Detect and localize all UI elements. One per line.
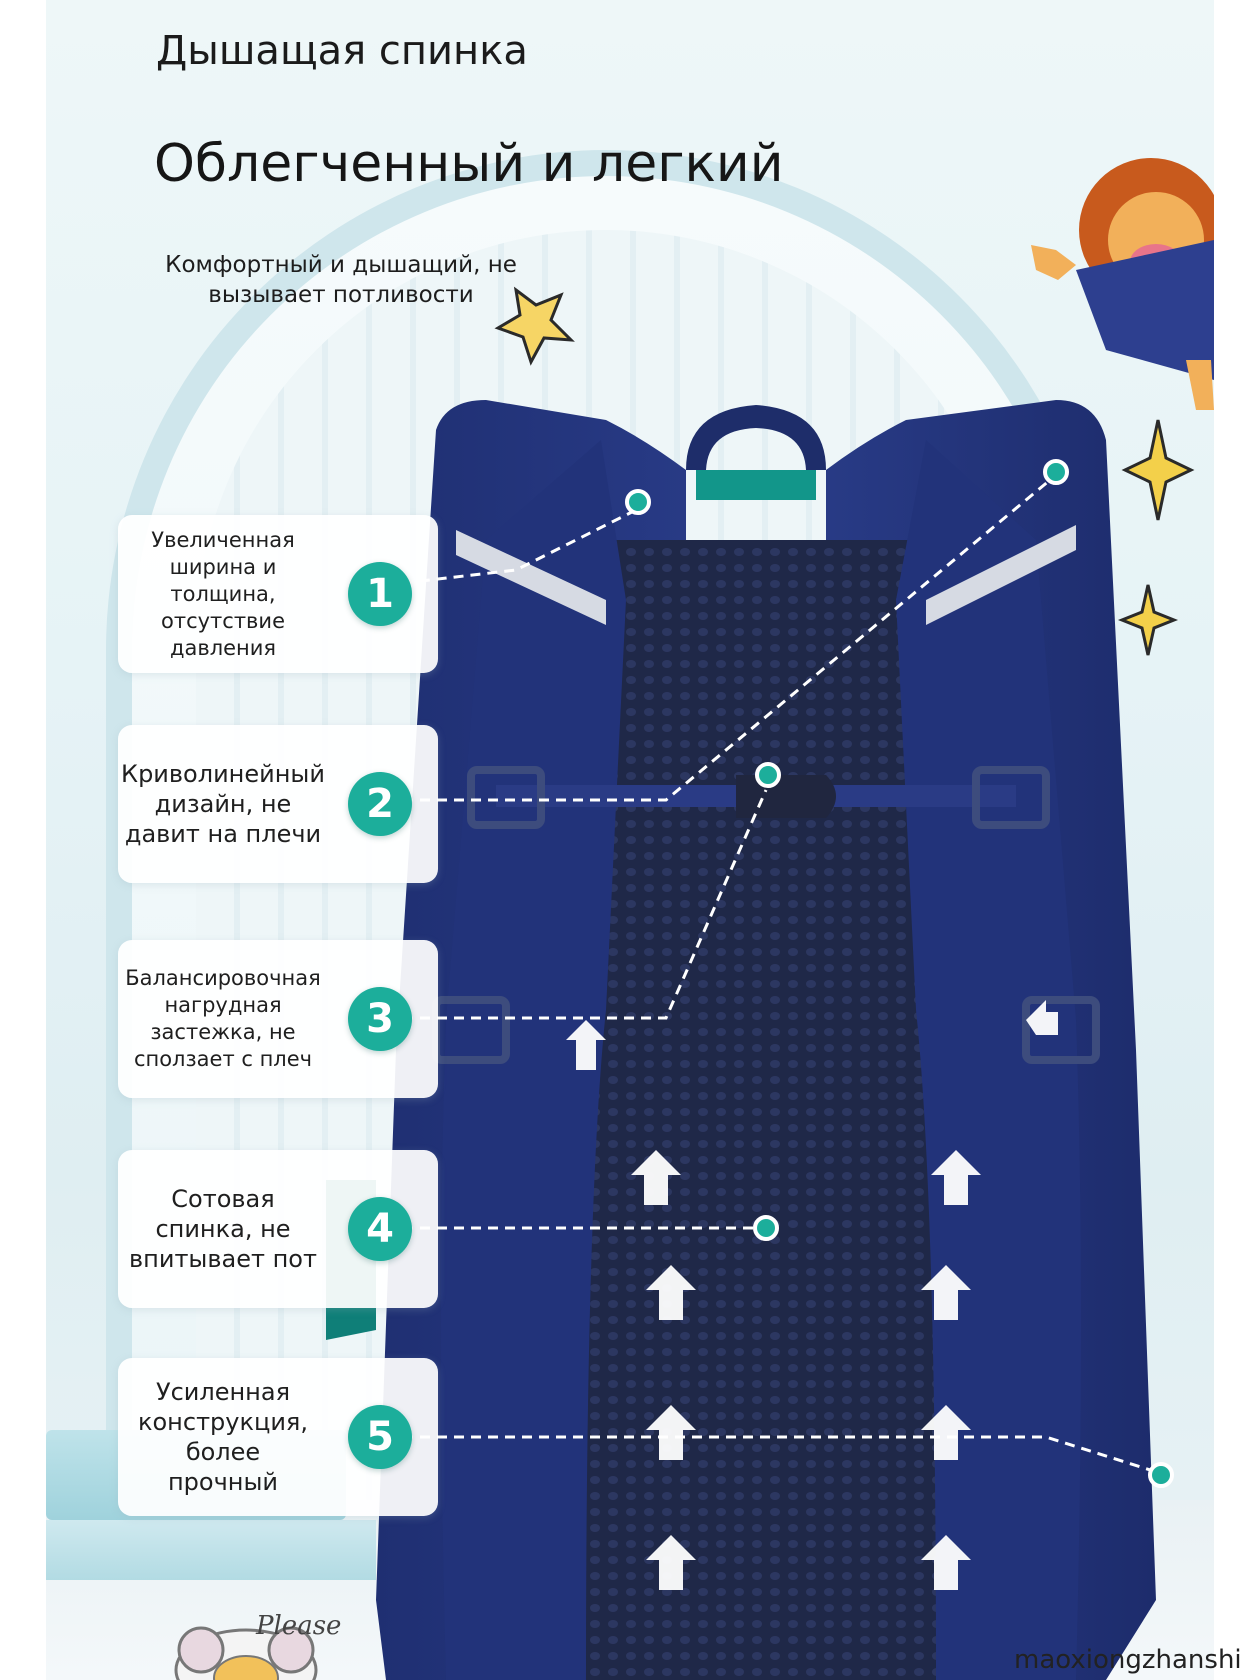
feature-card-2: Криволинейный дизайн, не давит на плечи … [118, 725, 438, 883]
chest-buckle [736, 775, 836, 818]
feature-line: давит на плечи [124, 820, 322, 848]
feature-line: дизайн, не [154, 790, 292, 818]
arrow-up-icon [646, 1265, 696, 1320]
feature-text: Увеличенная ширина и толщина, отсутствие… [128, 515, 318, 673]
airflow-arrows [566, 1000, 1058, 1590]
callout-dot-1 [625, 489, 651, 515]
feature-text: Сотовая спинка, не впитывает пот [128, 1150, 318, 1308]
callout-dot-3 [755, 762, 781, 788]
mouse-mascot-icon [174, 1626, 318, 1680]
arrow-up-icon [921, 1535, 971, 1590]
arrow-up-icon [566, 1020, 606, 1070]
feature-number-badge: 5 [348, 1405, 412, 1469]
feature-line: впитывает пот [129, 1245, 317, 1273]
feature-card-1: Увеличенная ширина и толщина, отсутствие… [118, 515, 438, 673]
feature-line: спинка, не [155, 1215, 291, 1243]
page-subtitle: Облегченный и легкий [154, 134, 784, 194]
sparkle-icon [1117, 584, 1179, 656]
feature-text: Балансировочная нагрудная застежка, не с… [125, 940, 321, 1098]
callout-line-2 [386, 473, 1057, 802]
lion-mascot-icon [1031, 158, 1214, 410]
arrow-up-icon [646, 1535, 696, 1590]
shoulder-strap-right [896, 440, 1081, 1680]
feature-line: Усиленная [155, 1378, 291, 1406]
feature-line: давления [169, 635, 277, 660]
handle-padding [696, 470, 816, 500]
feature-line: конструкция, [138, 1408, 308, 1436]
feature-line: Сотовая [171, 1185, 275, 1213]
chest-strap-slider-left [467, 766, 545, 829]
callout-dot-5 [1148, 1462, 1174, 1488]
feature-line: сползает с плеч [133, 1047, 313, 1071]
reflective-stripe-right [926, 525, 1076, 625]
feature-number-badge: 4 [348, 1197, 412, 1261]
feature-line: отсутствие [160, 608, 285, 633]
feature-line: Балансировочная [125, 966, 321, 990]
feature-line: нагрудная [164, 993, 282, 1017]
arrow-up-icon [921, 1265, 971, 1320]
feature-line: застежка, не [150, 1020, 296, 1044]
description-line: Комфортный и дышащий, не [165, 252, 517, 278]
arrow-up-icon [921, 1405, 971, 1460]
callout-dots [625, 459, 1174, 1488]
star-icon [494, 286, 575, 366]
book-stack-lower [46, 1520, 376, 1580]
feature-number-badge: 1 [348, 562, 412, 626]
watermark: maoxiongzhanshi [1014, 1645, 1242, 1675]
description-line: вызывает потливости [208, 282, 474, 308]
chest-strap-slider-right [972, 766, 1050, 829]
sticker-text: Please [255, 1611, 341, 1641]
reflective-stripe-left [456, 530, 606, 625]
shoulder-strap-left [441, 440, 626, 1680]
callout-dot-2 [1043, 459, 1069, 485]
arrow-up-icon [931, 1150, 981, 1205]
product-image: Please Дышащая спинка Облегченный и легк… [46, 0, 1214, 1680]
arrow-up-icon [646, 1405, 696, 1460]
top-handle [686, 405, 826, 470]
feature-card-5: Усиленная конструкция, более прочный 5 [118, 1358, 438, 1516]
callout-dot-4 [753, 1215, 779, 1241]
feature-line: ширина и толщина, [169, 554, 277, 606]
arrow-up-icon [631, 1150, 681, 1205]
arrow-up-icon [1026, 1000, 1058, 1035]
feature-text: Усиленная конструкция, более прочный [128, 1358, 318, 1516]
feature-text: Криволинейный дизайн, не давит на плечи [121, 725, 325, 883]
backpack-illustration: Please [174, 158, 1214, 1680]
description: Комфортный и дышащий, не вызывает потлив… [156, 250, 526, 310]
feature-line: Криволинейный [121, 760, 325, 788]
feature-card-4: Сотовая спинка, не впитывает пот 4 [118, 1150, 438, 1308]
callout-line-3 [386, 789, 768, 1020]
feature-card-3: Балансировочная нагрудная застежка, не с… [118, 940, 438, 1098]
feature-line: Увеличенная [151, 527, 295, 552]
feature-number-badge: 2 [348, 772, 412, 836]
sparkle-icon [1121, 419, 1195, 521]
page-title: Дышащая спинка [156, 28, 528, 74]
feature-number-badge: 3 [348, 987, 412, 1051]
feature-line: более прочный [167, 1438, 279, 1496]
strap-buckle-right [1022, 996, 1100, 1064]
